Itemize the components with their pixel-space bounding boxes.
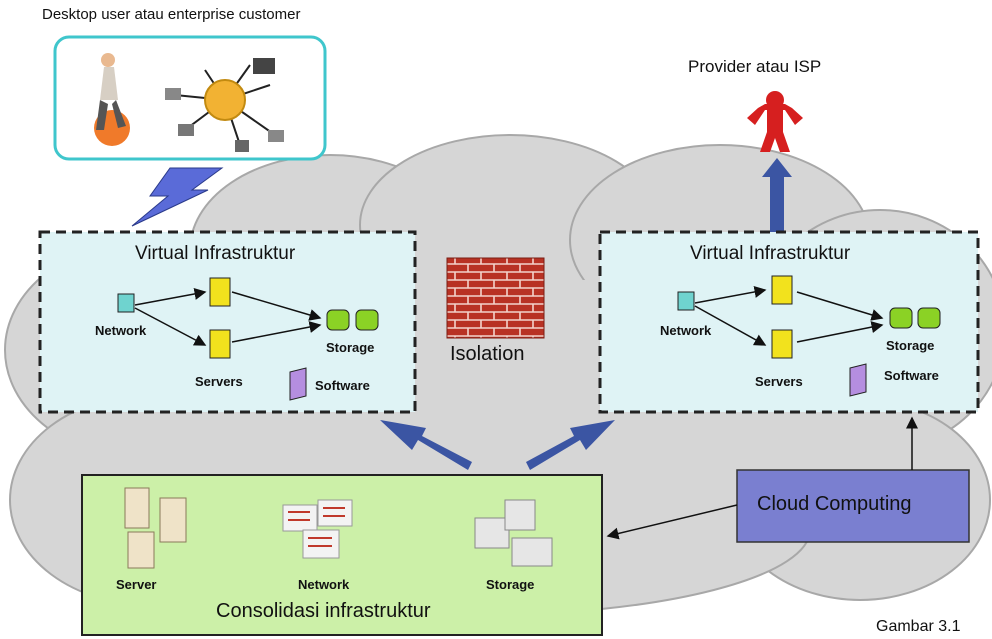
cloud-computing-box (736, 469, 970, 543)
person-on-ball-icon (94, 53, 130, 146)
provider-caption: Provider atau ISP (688, 57, 822, 76)
left-vi-network-label: Network (95, 323, 147, 338)
left-vi-software-label: Software (315, 378, 370, 393)
storage-icon (889, 307, 913, 329)
network-cube-icon (677, 291, 695, 311)
server-tower-icon (124, 487, 187, 569)
consolidation-title: Consolidasi infrastruktur (216, 600, 431, 622)
consolidation-to-right-vi-arrow (526, 420, 615, 470)
customer-picture-frame (53, 35, 327, 161)
storage-icon (326, 309, 350, 331)
server-icon (771, 275, 793, 305)
software-icon (289, 367, 307, 401)
storage-icon (917, 307, 941, 329)
figure-caption: Gambar 3.1 (876, 618, 961, 635)
left-vi-diagram (117, 277, 379, 401)
right-virtual-infra-box (598, 230, 980, 414)
left-vi-storage-label: Storage (326, 340, 375, 355)
server-icon (209, 277, 231, 307)
top-left-caption: Desktop user atau enterprise customer (42, 6, 301, 23)
storage-icon (355, 309, 379, 331)
right-vi-diagram (677, 275, 941, 397)
right-vi-servers-label: Servers (755, 374, 803, 389)
server-icon (771, 329, 793, 359)
storage-array-icon (474, 499, 553, 567)
left-vi-servers-label: Servers (195, 374, 243, 389)
provider-person-icon (747, 91, 803, 152)
consolidation-network-label: Network (298, 577, 350, 592)
consolidation-storage-label: Storage (486, 577, 535, 592)
firewall-icon (446, 257, 545, 339)
left-virtual-infra-box (38, 230, 417, 414)
arrow-to-provider (762, 158, 792, 237)
right-vi-storage-label: Storage (886, 338, 935, 353)
network-switch-icon (282, 499, 353, 559)
cloud-to-consolidation-arrow (606, 504, 738, 540)
network-cube-icon (117, 293, 135, 313)
software-icon (849, 363, 867, 397)
right-vi-software-label: Software (884, 368, 939, 383)
isolation-label: Isolation (450, 343, 525, 365)
left-vi-title: Virtual Infrastruktur (135, 243, 296, 264)
right-vi-network-label: Network (660, 323, 712, 338)
right-vi-title: Virtual Infrastruktur (690, 243, 851, 264)
server-icon (209, 329, 231, 359)
consolidation-server-label: Server (116, 577, 157, 592)
lightning-bolt-icon (131, 167, 224, 227)
consolidation-to-left-vi-arrow (380, 420, 472, 470)
network-hub-icon (165, 58, 284, 152)
cloud-computing-label: Cloud Computing (757, 493, 912, 515)
